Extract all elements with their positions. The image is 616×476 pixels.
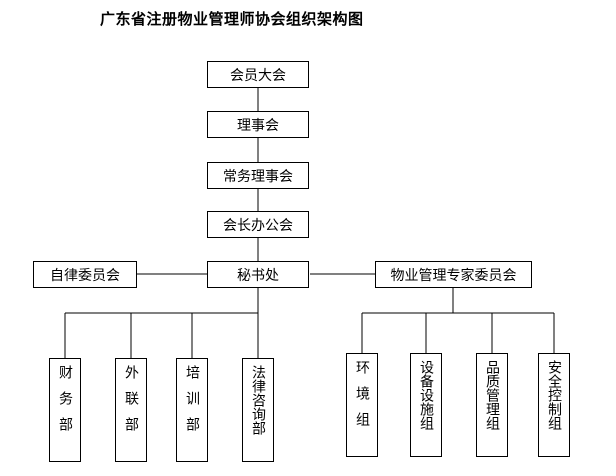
node-council-label: 理事会 — [237, 117, 279, 134]
dept-legal: 法律咨询部 — [242, 358, 274, 462]
group-quality: 品质管理组 — [476, 353, 508, 457]
dept-training-label: 培训部 — [184, 365, 200, 443]
node-secretariat: 秘书处 — [207, 261, 309, 288]
dept-finance-label: 财务部 — [57, 365, 73, 443]
node-standing-council-label: 常务理事会 — [223, 168, 293, 185]
node-standing-council: 常务理事会 — [207, 162, 309, 189]
group-security: 安全控制组 — [538, 353, 570, 457]
group-environment-label: 环境组 — [354, 360, 370, 438]
node-general-assembly-label: 会员大会 — [230, 67, 286, 84]
node-secretariat-label: 秘书处 — [237, 267, 279, 284]
dept-finance: 财务部 — [49, 358, 81, 462]
dept-external-label: 外联部 — [123, 365, 139, 443]
dept-legal-label: 法律咨询部 — [250, 365, 266, 435]
dept-training: 培训部 — [176, 358, 208, 462]
node-general-assembly: 会员大会 — [207, 61, 309, 88]
node-council: 理事会 — [207, 111, 309, 138]
node-president-office: 会长办公会 — [207, 211, 309, 238]
node-self-discipline-committee-label: 自律委员会 — [50, 267, 120, 284]
node-expert-committee: 物业管理专家委员会 — [375, 261, 532, 288]
node-expert-committee-label: 物业管理专家委员会 — [390, 267, 517, 284]
node-president-office-label: 会长办公会 — [223, 217, 293, 234]
node-self-discipline-committee: 自律委员会 — [33, 261, 137, 288]
group-equipment-label: 设备设施组 — [418, 360, 434, 430]
group-security-label: 安全控制组 — [546, 360, 562, 430]
dept-external: 外联部 — [115, 358, 147, 462]
group-quality-label: 品质管理组 — [484, 360, 500, 430]
group-equipment: 设备设施组 — [410, 353, 442, 457]
chart-title: 广东省注册物业管理师协会组织架构图 — [100, 10, 364, 28]
group-environment: 环境组 — [346, 353, 378, 457]
